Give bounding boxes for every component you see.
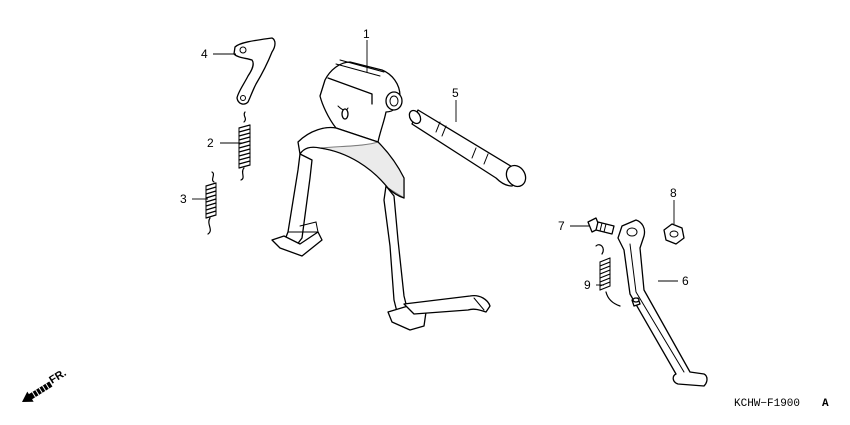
main-stand-spring-long[interactable] bbox=[238, 111, 251, 181]
front-arrow-icon bbox=[22, 381, 53, 402]
callout-5: 5 bbox=[452, 86, 459, 100]
main-stand-spring-short[interactable] bbox=[205, 171, 217, 235]
callout-9: 9 bbox=[584, 278, 591, 292]
side-stand-nut[interactable] bbox=[663, 223, 685, 245]
callout-2: 2 bbox=[207, 136, 214, 150]
callout-4: 4 bbox=[201, 47, 208, 61]
callout-1: 1 bbox=[363, 27, 370, 41]
callout-8: 8 bbox=[670, 186, 677, 200]
side-stand[interactable] bbox=[617, 219, 708, 387]
spring-hook-bracket[interactable] bbox=[233, 37, 276, 105]
callout-6: 6 bbox=[682, 274, 689, 288]
front-direction-indicator: FR. bbox=[22, 367, 69, 402]
stand-pivot-shaft[interactable] bbox=[407, 108, 529, 190]
callout-3: 3 bbox=[180, 192, 187, 206]
diagram-revision: A bbox=[822, 398, 829, 410]
main-stand[interactable] bbox=[271, 59, 491, 331]
callout-7: 7 bbox=[558, 219, 565, 233]
leader-lines bbox=[192, 40, 678, 286]
side-stand-pivot-bolt[interactable] bbox=[587, 217, 615, 235]
diagram-code: KCHW−F1900 bbox=[734, 398, 800, 410]
side-stand-spring[interactable] bbox=[595, 244, 621, 307]
